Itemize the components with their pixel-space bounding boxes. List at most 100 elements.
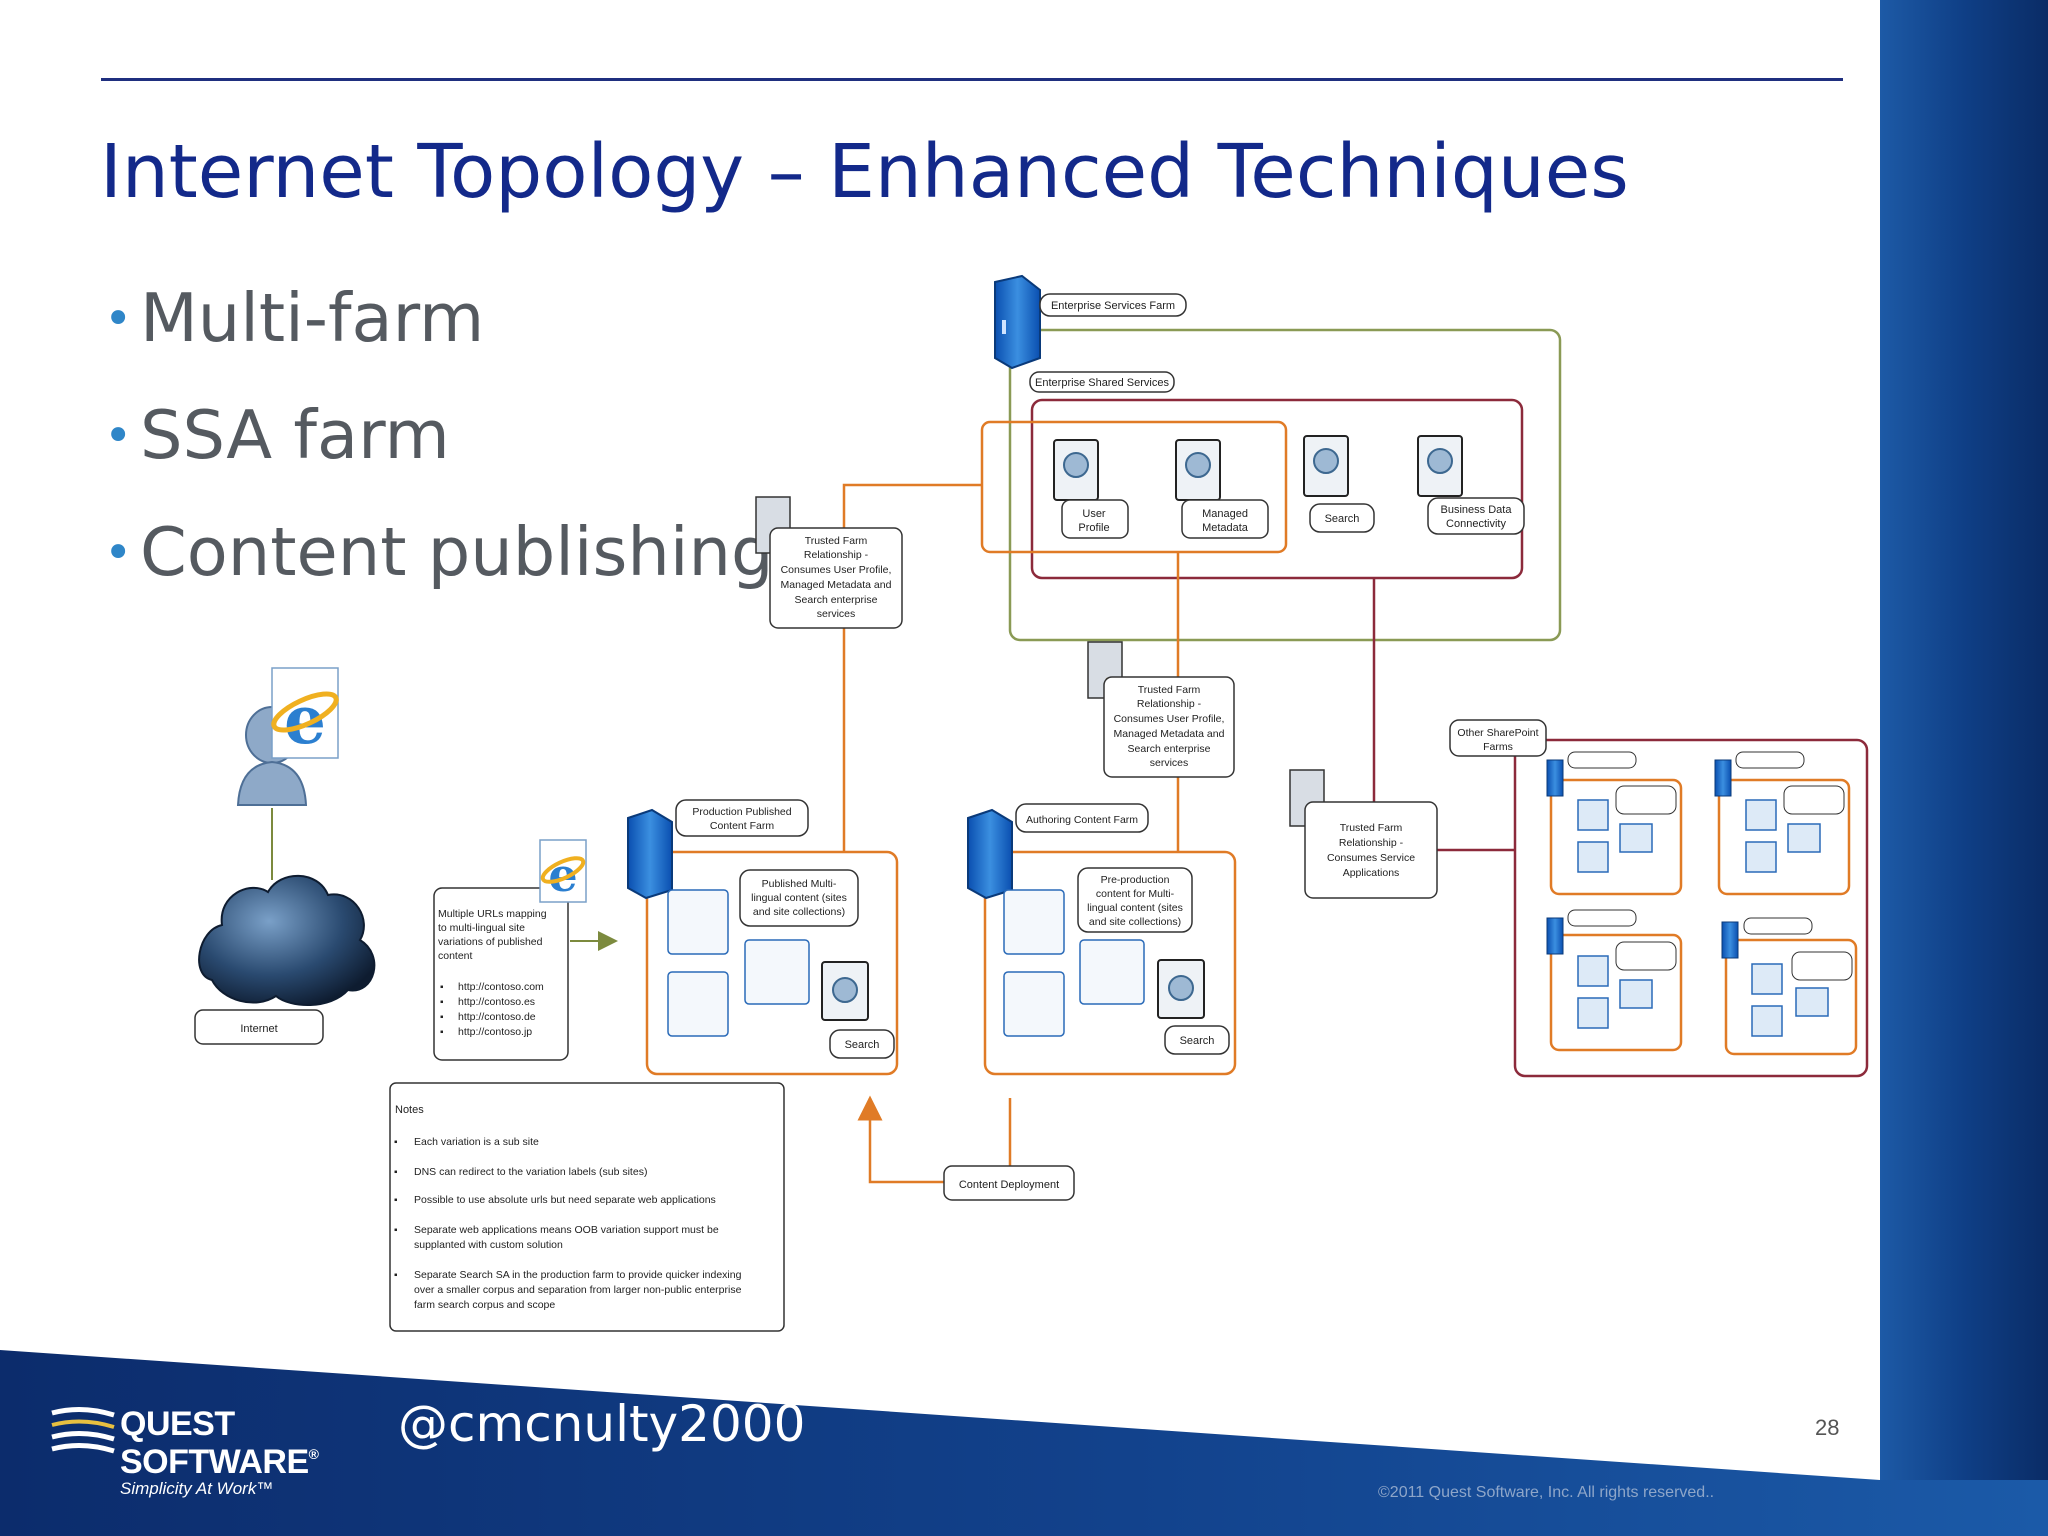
copyright-notice: ©2011 Quest Software, Inc. All rights re…: [1378, 1484, 1715, 1501]
mini-farm: [1546, 751, 1683, 896]
svg-text:▪: ▪: [394, 1167, 398, 1178]
svg-text:Relationship -: Relationship -: [1137, 698, 1202, 710]
enterprise-shared-services-boundary: [1030, 398, 1524, 580]
bullet-dot-icon: •: [104, 408, 133, 464]
svg-text:Search: Search: [845, 1039, 880, 1051]
notes-box: Notes ▪ Each variation is a sub site ▪ D…: [389, 1082, 785, 1332]
mini-farm: [1714, 751, 1851, 896]
svg-text:Published Multi-: Published Multi-: [762, 878, 837, 890]
svg-text:Connectivity: Connectivity: [1446, 518, 1506, 530]
svg-text:Internet: Internet: [240, 1023, 277, 1035]
search-service-icon: Search: [1303, 435, 1375, 533]
svg-text:▪: ▪: [440, 1012, 444, 1023]
svg-text:variations of published: variations of published: [438, 936, 543, 948]
svg-text:▪: ▪: [440, 982, 444, 993]
svg-text:and site collections): and site collections): [1089, 916, 1181, 928]
page-number: 28: [1815, 1415, 1840, 1440]
svg-text:Relationship -: Relationship -: [1339, 837, 1404, 849]
user-profile-service-icon: User Profile: [1053, 439, 1129, 539]
svg-text:Separate web applications mean: Separate web applications means OOB vari…: [414, 1224, 719, 1236]
svg-text:Enterprise Services Farm: Enterprise Services Farm: [1051, 300, 1175, 312]
internet-user-icon: e: [236, 667, 339, 806]
trusted-left-connector: [842, 483, 982, 852]
svg-text:Applications: Applications: [1343, 867, 1400, 879]
svg-text:Profile: Profile: [1078, 522, 1109, 534]
svg-text:▪: ▪: [394, 1270, 398, 1281]
trusted-farm-box-right: Trusted Farm Relationship - Consumes Ser…: [1289, 769, 1438, 899]
bullet-item: •SSA farm: [104, 396, 450, 474]
svg-text:lingual content (sites: lingual content (sites: [751, 892, 847, 904]
svg-text:User: User: [1082, 508, 1106, 520]
svg-text:▪: ▪: [440, 997, 444, 1008]
svg-text:Possible to use absolute urls: Possible to use absolute urls but need s…: [414, 1194, 716, 1206]
svg-text:http://contoso.de: http://contoso.de: [458, 1011, 536, 1023]
logo-mark-icon: [51, 1407, 115, 1454]
managed-metadata-service-icon: Managed Metadata: [1175, 439, 1269, 539]
svg-text:Consumes Service: Consumes Service: [1327, 852, 1415, 864]
svg-text:Separate Search SA in the prod: Separate Search SA in the production far…: [414, 1269, 742, 1281]
bullet-list: •Multi-farm •SSA farm •Content publishin…: [104, 278, 774, 629]
enterprise-server-icon: [994, 274, 1041, 370]
enterprise-services-farm-label: Enterprise Services Farm: [1039, 293, 1187, 317]
svg-text:Farms: Farms: [1483, 741, 1513, 753]
other-farms-label: Other SharePoint Farms: [1449, 719, 1547, 757]
mini-farm: [1546, 909, 1683, 1052]
svg-text:Enterprise Shared Services: Enterprise Shared Services: [1035, 377, 1169, 389]
enterprise-services-farm-boundary: [1008, 328, 1562, 642]
svg-text:Business Data: Business Data: [1441, 504, 1513, 516]
svg-text:farm search corpus and scope: farm search corpus and scope: [414, 1299, 555, 1311]
svg-text:http://contoso.com: http://contoso.com: [458, 981, 544, 993]
svg-text:Notes: Notes: [395, 1104, 424, 1116]
footer-band: [0, 1350, 2048, 1536]
authoring-farm: Authoring Content Farm Pre-production co…: [967, 803, 1237, 1076]
svg-text:Managed: Managed: [1202, 508, 1248, 520]
svg-text:Production Published: Production Published: [692, 806, 791, 818]
svg-text:http://contoso.jp: http://contoso.jp: [458, 1026, 532, 1038]
svg-text:Relationship -: Relationship -: [804, 549, 869, 561]
svg-text:http://contoso.es: http://contoso.es: [458, 996, 535, 1008]
svg-text:▪: ▪: [394, 1137, 398, 1148]
svg-text:Search: Search: [1325, 513, 1360, 525]
title-rule: [101, 78, 1843, 81]
svg-text:services: services: [1150, 757, 1189, 769]
svg-text:▪: ▪: [394, 1195, 398, 1206]
svg-text:Content Farm: Content Farm: [710, 820, 774, 832]
right-blue-band: [1880, 0, 2048, 1536]
quest-software-logo: QUEST SOFTWARE® Simplicity At Work™: [48, 1403, 368, 1513]
content-deployment-connector: [857, 1095, 1012, 1184]
business-data-connectivity-icon: Business Data Connectivity: [1417, 435, 1525, 535]
urls-mapping-box: Multiple URLs mapping to multi-lingual s…: [433, 839, 587, 1061]
content-deployment-label: Content Deployment: [943, 1165, 1075, 1201]
bullet-item: •Multi-farm: [104, 279, 485, 357]
twitter-handle: @cmcnulty2000: [398, 1395, 806, 1453]
svg-text:to multi-lingual site: to multi-lingual site: [438, 922, 525, 934]
svg-text:▪: ▪: [394, 1225, 398, 1236]
enterprise-shared-services-label: Enterprise Shared Services: [1029, 371, 1175, 393]
svg-text:Managed Metadata and: Managed Metadata and: [781, 579, 892, 591]
svg-text:Search: Search: [1180, 1035, 1215, 1047]
svg-text:services: services: [817, 608, 856, 620]
bullet-item: •Content publishing: [104, 513, 774, 591]
svg-text:Multiple URLs mapping: Multiple URLs mapping: [438, 908, 547, 920]
page-title: Internet Topology – Enhanced Techniques: [100, 129, 1629, 215]
other-farms-boundary: [1513, 738, 1869, 1078]
consumed-services-highlight: [980, 420, 1288, 554]
svg-text:Consumes User Profile,: Consumes User Profile,: [781, 564, 892, 576]
svg-text:and site collections): and site collections): [753, 906, 845, 918]
production-farm: Production Published Content Farm Publis…: [627, 799, 899, 1076]
svg-text:Other SharePoint: Other SharePoint: [1457, 727, 1538, 739]
svg-text:lingual content (sites: lingual content (sites: [1087, 902, 1183, 914]
svg-text:Trusted Farm: Trusted Farm: [1340, 822, 1403, 834]
svg-text:Search enterprise: Search enterprise: [795, 594, 878, 606]
svg-text:content: content: [438, 950, 473, 962]
svg-text:Managed Metadata and: Managed Metadata and: [1114, 728, 1225, 740]
logo-tagline: Simplicity At Work™: [120, 1479, 274, 1498]
svg-text:Authoring Content Farm: Authoring Content Farm: [1026, 814, 1138, 826]
svg-text:Metadata: Metadata: [1202, 522, 1249, 534]
svg-text:DNS can redirect to the variat: DNS can redirect to the variation labels…: [414, 1166, 647, 1178]
svg-text:Consumes User Profile,: Consumes User Profile,: [1114, 713, 1225, 725]
internet-cloud-icon: Internet: [194, 874, 376, 1045]
svg-text:▪: ▪: [440, 1027, 444, 1038]
